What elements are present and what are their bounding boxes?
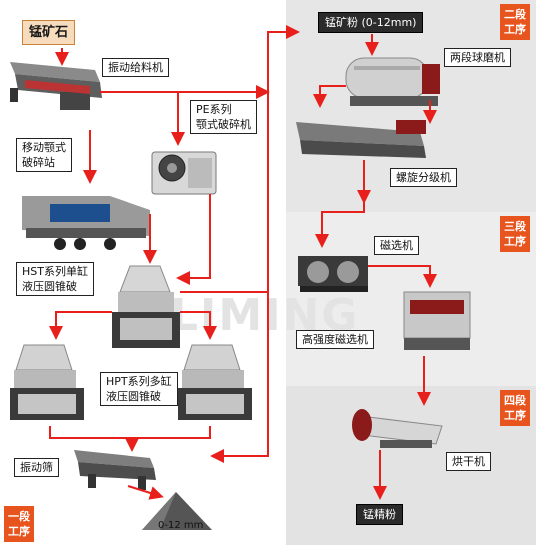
hst-cone-label-line1: HST系列单缸	[22, 265, 88, 278]
mobile-crusher-label-line1: 移动颚式	[22, 141, 66, 154]
spiral-classifier-label: 螺旋分级机	[390, 168, 457, 187]
stage-one-tag-line2: 工序	[8, 525, 30, 538]
hst-cone-crusher-machine	[112, 265, 180, 348]
ball-mill-label: 两段球磨机	[444, 48, 511, 67]
vibrating-screen-machine	[74, 450, 156, 490]
pe-jaw-crusher-label: PE系列 颚式破碎机	[190, 100, 257, 134]
stage-three-tag: 三段 工序	[500, 216, 530, 252]
hst-cone-label-line2: 液压圆锥破	[22, 280, 77, 293]
ball-mill-machine	[345, 57, 440, 106]
stage-two-tag-line2: 工序	[504, 23, 526, 36]
flow-arrows	[49, 25, 437, 500]
magnetic-separator-machine	[298, 256, 368, 292]
stock-pile	[142, 492, 212, 530]
vibrating-feeder-label: 振动给料机	[102, 58, 169, 77]
stage-four-tag-line1: 四段	[504, 394, 526, 407]
high-intensity-separator-label: 高强度磁选机	[296, 330, 374, 349]
pe-jaw-crusher-label-line1: PE系列	[196, 103, 232, 116]
hpt-cone-label-line2: 液压圆锥破	[106, 390, 161, 403]
ore-input-label: 锰矿石	[22, 20, 76, 45]
vibrating-feeder-machine	[10, 62, 102, 110]
pile-size-label: 0-12 mm	[158, 520, 204, 531]
stage-three-tag-line1: 三段	[504, 220, 526, 233]
stage-two-tag: 二段 工序	[500, 4, 530, 40]
stage-one-tag: 一段 工序	[4, 506, 34, 542]
mobile-crusher-label-line2: 破碎站	[22, 156, 55, 169]
hpt-cone-crusher-left-machine	[10, 344, 84, 420]
stage-three-tag-line2: 工序	[504, 235, 526, 248]
stage-four-tag: 四段 工序	[500, 390, 530, 426]
pe-jaw-crusher-label-line2: 颚式破碎机	[196, 118, 251, 131]
hpt-cone-label: HPT系列多缸 液压圆锥破	[100, 372, 178, 406]
stage-four-tag-line2: 工序	[504, 409, 526, 422]
hpt-cone-crusher-right-machine	[178, 344, 252, 420]
magnetic-separator-label: 磁选机	[374, 236, 419, 255]
mobile-crushing-station-machine	[22, 196, 150, 250]
dryer-label: 烘干机	[446, 452, 491, 471]
concentrate-label: 锰精粉	[356, 504, 403, 525]
high-intensity-separator-machine	[403, 291, 471, 350]
stage-four-zone	[286, 386, 536, 545]
rotary-dryer-machine	[352, 409, 443, 448]
vibrating-screen-label: 振动筛	[14, 458, 59, 477]
jaw-crusher-machine	[151, 151, 217, 195]
hpt-cone-label-line1: HPT系列多缸	[106, 375, 172, 388]
powder-feed-label: 锰矿粉 (0-12mm)	[318, 12, 424, 33]
spiral-classifier-machine	[296, 120, 426, 158]
stage-one-tag-line1: 一段	[8, 510, 30, 523]
hst-cone-label: HST系列单缸 液压圆锥破	[16, 262, 94, 296]
stage-two-tag-line1: 二段	[504, 8, 526, 21]
mobile-crusher-label: 移动颚式 破碎站	[16, 138, 72, 172]
